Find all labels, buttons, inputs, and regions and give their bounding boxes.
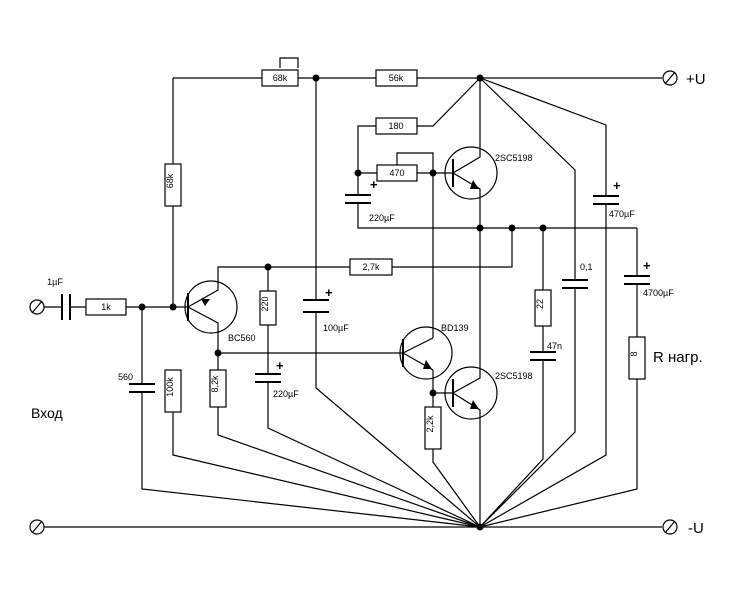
transistor-bd139: BD139 (399, 323, 469, 380)
junction-dots (138, 74, 547, 531)
svg-text:56k: 56k (389, 73, 404, 83)
capacitor-470uf: + 470µF (593, 178, 635, 219)
transistor-2sc5198-top: 2SC5198 (444, 146, 533, 200)
svg-text:4700µF: 4700µF (643, 288, 674, 298)
svg-text:220µF: 220µF (369, 213, 395, 223)
svg-text:560: 560 (118, 372, 133, 382)
svg-text:1µF: 1µF (47, 277, 63, 287)
plus-u-label: +U (686, 71, 706, 88)
svg-text:68k: 68k (165, 173, 175, 188)
resistor-68k-left: 68k (164, 163, 182, 207)
resistor-100k: 100k (164, 369, 182, 413)
capacitor-47n: 47n (530, 341, 562, 361)
svg-text:8: 8 (629, 351, 639, 356)
capacitor-0-1: 0,1 (562, 262, 593, 289)
wires (44, 57, 662, 528)
transistor-bc560: BC560 (184, 280, 256, 343)
transistor-2sc5198-bottom: 2SC5198 (444, 366, 533, 420)
terminal-plus-u: +U (662, 70, 706, 88)
svg-text:+: + (613, 178, 621, 193)
svg-text:2,2k: 2,2k (425, 415, 435, 433)
svg-text:470µF: 470µF (609, 209, 635, 219)
capacitor-220uf-top: + 220µF (345, 177, 395, 223)
svg-text:220µF: 220µF (273, 389, 299, 399)
svg-text:180: 180 (388, 121, 403, 131)
resistor-180: 180 (375, 117, 418, 135)
resistor-8-2k: 8,2k (209, 369, 227, 408)
svg-text:+: + (325, 285, 333, 300)
svg-text:100k: 100k (165, 377, 175, 397)
svg-text:1k: 1k (101, 302, 111, 312)
resistor-load: 8 (628, 336, 646, 380)
resistor-470: 470 (376, 164, 418, 182)
capacitor-100uf: + 100µF (303, 285, 349, 333)
capacitor-220uf-bottom: + 220µF (255, 358, 299, 399)
svg-text:+: + (276, 358, 284, 373)
load-label: R нагр. (653, 349, 703, 366)
svg-text:2SC5198: 2SC5198 (495, 153, 533, 163)
svg-text:2,7k: 2,7k (362, 262, 380, 272)
input-label: Вход (31, 405, 63, 421)
resistor-56k: 56k (375, 69, 418, 87)
resistor-68k-top: 68k (261, 69, 299, 87)
resistor-2-2k: 2,2k (424, 406, 442, 450)
capacitor-4700uf: + 4700µF (624, 258, 674, 298)
svg-text:22: 22 (535, 299, 545, 309)
svg-text:220: 220 (260, 296, 270, 311)
capacitor-560: 560 (118, 372, 155, 393)
svg-text:+: + (370, 177, 378, 192)
svg-text:BC560: BC560 (228, 333, 256, 343)
capacitor-input: 1µF (47, 277, 71, 320)
svg-text:8,2k: 8,2k (210, 375, 220, 393)
svg-text:47n: 47n (547, 341, 562, 351)
resistor-22: 22 (534, 289, 552, 327)
svg-text:68k: 68k (273, 73, 288, 83)
svg-text:100µF: 100µF (323, 323, 349, 333)
terminal-ground (29, 519, 45, 535)
terminal-input (29, 299, 45, 315)
resistor-2-7k: 2,7k (349, 258, 393, 276)
svg-text:2SC5198: 2SC5198 (495, 371, 533, 381)
svg-text:BD139: BD139 (441, 323, 469, 333)
minus-u-label: -U (688, 520, 704, 537)
svg-text:0,1: 0,1 (580, 262, 593, 272)
terminal-minus-u: -U (662, 519, 704, 537)
resistor-220: 220 (259, 290, 277, 326)
svg-text:470: 470 (389, 168, 404, 178)
svg-text:+: + (643, 258, 651, 273)
resistor-1k: 1k (85, 298, 127, 316)
